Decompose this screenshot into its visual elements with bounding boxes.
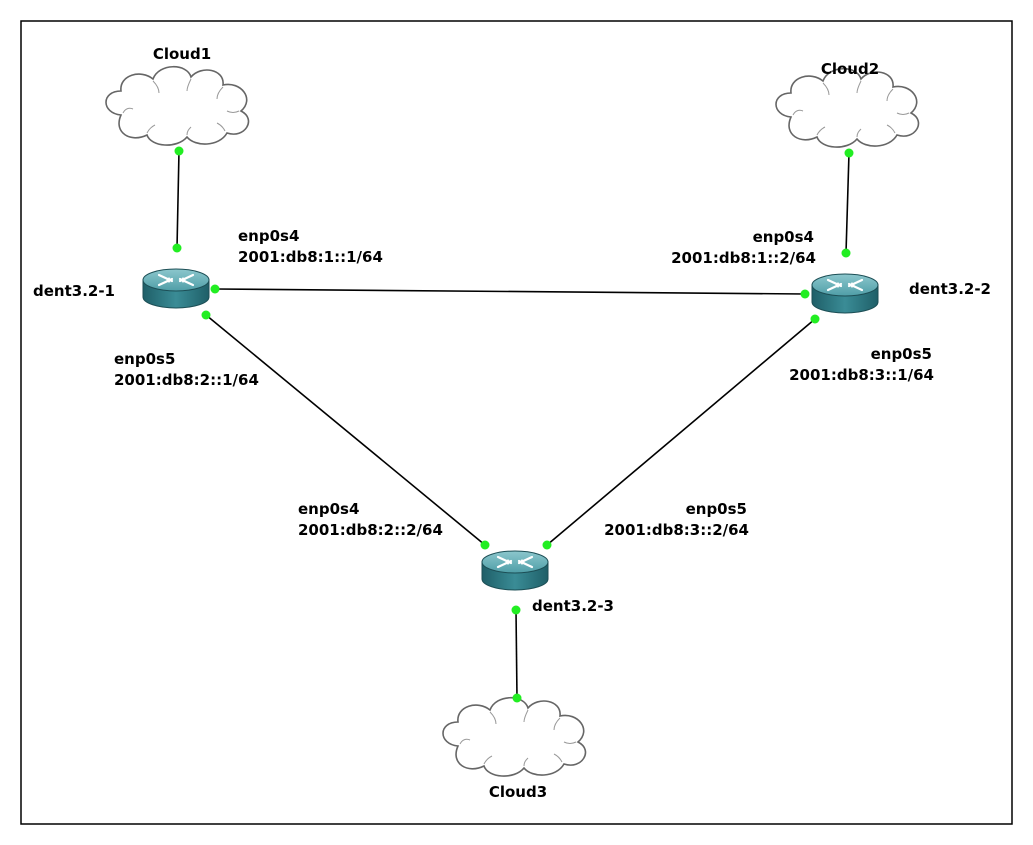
r2-enp0s5-address: 2001:db8:3::1/64 [789,366,934,384]
link-r1-r3[interactable] [205,314,486,546]
link-cloud1-r1[interactable] [176,150,180,249]
r3-enp0s4-name: enp0s4 [298,500,359,518]
router-icon [141,267,211,310]
router1-label: dent3.2-1 [33,282,115,300]
r2-enp0s4-address: 2001:db8:1::2/64 [671,249,816,267]
r1-enp0s5-name: enp0s5 [114,350,175,368]
r1-enp0s5-address: 2001:db8:2::1/64 [114,371,259,389]
port-dot[interactable] [210,284,220,294]
router-dent3-2-3[interactable] [480,549,550,592]
cloud3-label: Cloud3 [489,783,547,801]
link-cloud2-r2[interactable] [845,152,850,254]
port-dot[interactable] [542,540,552,550]
link-r1-r2[interactable] [214,288,806,295]
cloud1-label: Cloud1 [153,45,211,63]
r2-enp0s5-name: enp0s5 [871,345,932,363]
router3-label: dent3.2-3 [532,597,614,615]
link-r3-cloud3[interactable] [515,609,518,699]
r1-enp0s4-name: enp0s4 [238,227,299,245]
r3-enp0s5-address: 2001:db8:3::2/64 [604,521,749,539]
port-dot[interactable] [844,148,854,158]
link-r2-r3[interactable] [546,318,816,546]
router-icon [480,549,550,592]
port-dot[interactable] [512,693,522,703]
port-dot[interactable] [201,310,211,320]
r2-enp0s4-name: enp0s4 [753,228,814,246]
r3-enp0s4-address: 2001:db8:2::2/64 [298,521,443,539]
port-dot[interactable] [480,540,490,550]
cloud2-label: Cloud2 [821,60,879,78]
port-dot[interactable] [841,248,851,258]
port-dot[interactable] [800,289,810,299]
links [176,150,850,699]
port-dot[interactable] [511,605,521,615]
router2-label: dent3.2-2 [909,280,991,298]
ports [172,146,854,703]
router-icon [810,272,880,315]
port-dot[interactable] [810,314,820,324]
r1-enp0s4-address: 2001:db8:1::1/64 [238,248,383,266]
port-dot[interactable] [174,146,184,156]
router-dent3-2-2[interactable] [810,272,880,315]
port-dot[interactable] [172,243,182,253]
router-dent3-2-1[interactable] [141,267,211,310]
r3-enp0s5-name: enp0s5 [686,500,747,518]
